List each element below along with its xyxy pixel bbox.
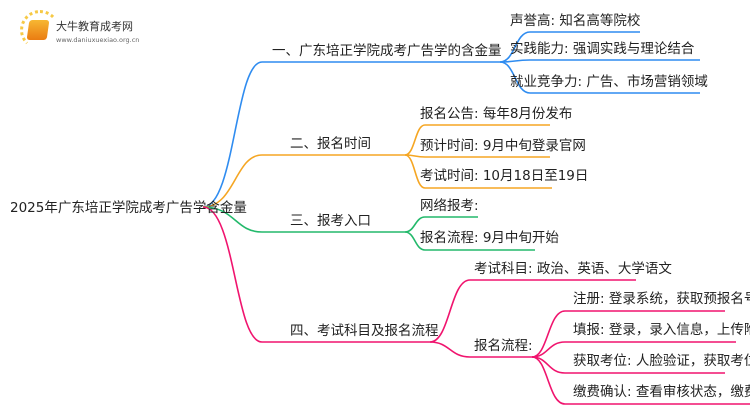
branch-3-label: 三、报考入口 bbox=[290, 213, 371, 229]
branch-2-lines bbox=[202, 124, 552, 208]
branch-4-child: 报名流程: bbox=[474, 338, 533, 354]
branch-1-child: 实践能力: 强调实践与理论结合 bbox=[510, 41, 695, 57]
logo: 大牛教育成考网 www.daniuxuexiao.org.cn bbox=[18, 8, 148, 50]
branch-2-label: 二、报名时间 bbox=[290, 136, 371, 152]
branch-4-label: 四、考试科目及报名流程 bbox=[290, 323, 439, 339]
branch-1-child: 声誉高: 知名高等院校 bbox=[510, 13, 641, 29]
branch-3-child: 报名流程: 9月中旬开始 bbox=[420, 230, 559, 246]
branch-2-child: 考试时间: 10月18日至19日 bbox=[420, 168, 589, 184]
branch-4-subchild: 注册: 登录系统，获取预报名号 bbox=[573, 291, 750, 307]
branch-4-subchild: 缴费确认: 查看审核状态，缴费确认 bbox=[573, 384, 750, 400]
branch-4-subchild: 填报: 登录，录入信息，上传附件 bbox=[573, 322, 750, 338]
branch-3-lines bbox=[202, 206, 535, 251]
logo-name: 大牛教育成考网 bbox=[56, 20, 133, 33]
branch-4-lines bbox=[202, 206, 750, 405]
branch-4-child: 考试科目: 政治、英语、大学语文 bbox=[474, 261, 672, 277]
branch-1-child: 就业竞争力: 广告、市场营销领域 bbox=[510, 74, 708, 90]
branch-3-child: 网络报考: bbox=[420, 198, 479, 214]
branch-2-child: 预计时间: 9月中旬登录官网 bbox=[420, 138, 586, 154]
root-topic: 2025年广东培正学院成考广告学含金量 bbox=[10, 200, 247, 216]
branch-4-subchild: 获取考位: 人脸验证，获取考位 bbox=[573, 353, 750, 369]
logo-url: www.daniuxuexiao.org.cn bbox=[56, 36, 140, 44]
branch-1-lines bbox=[202, 31, 700, 208]
branch-1-label: 一、广东培正学院成考广告学的含金量 bbox=[272, 43, 502, 59]
branch-2-child: 报名公告: 每年8月份发布 bbox=[420, 106, 573, 122]
logo-sun-icon bbox=[20, 10, 60, 50]
